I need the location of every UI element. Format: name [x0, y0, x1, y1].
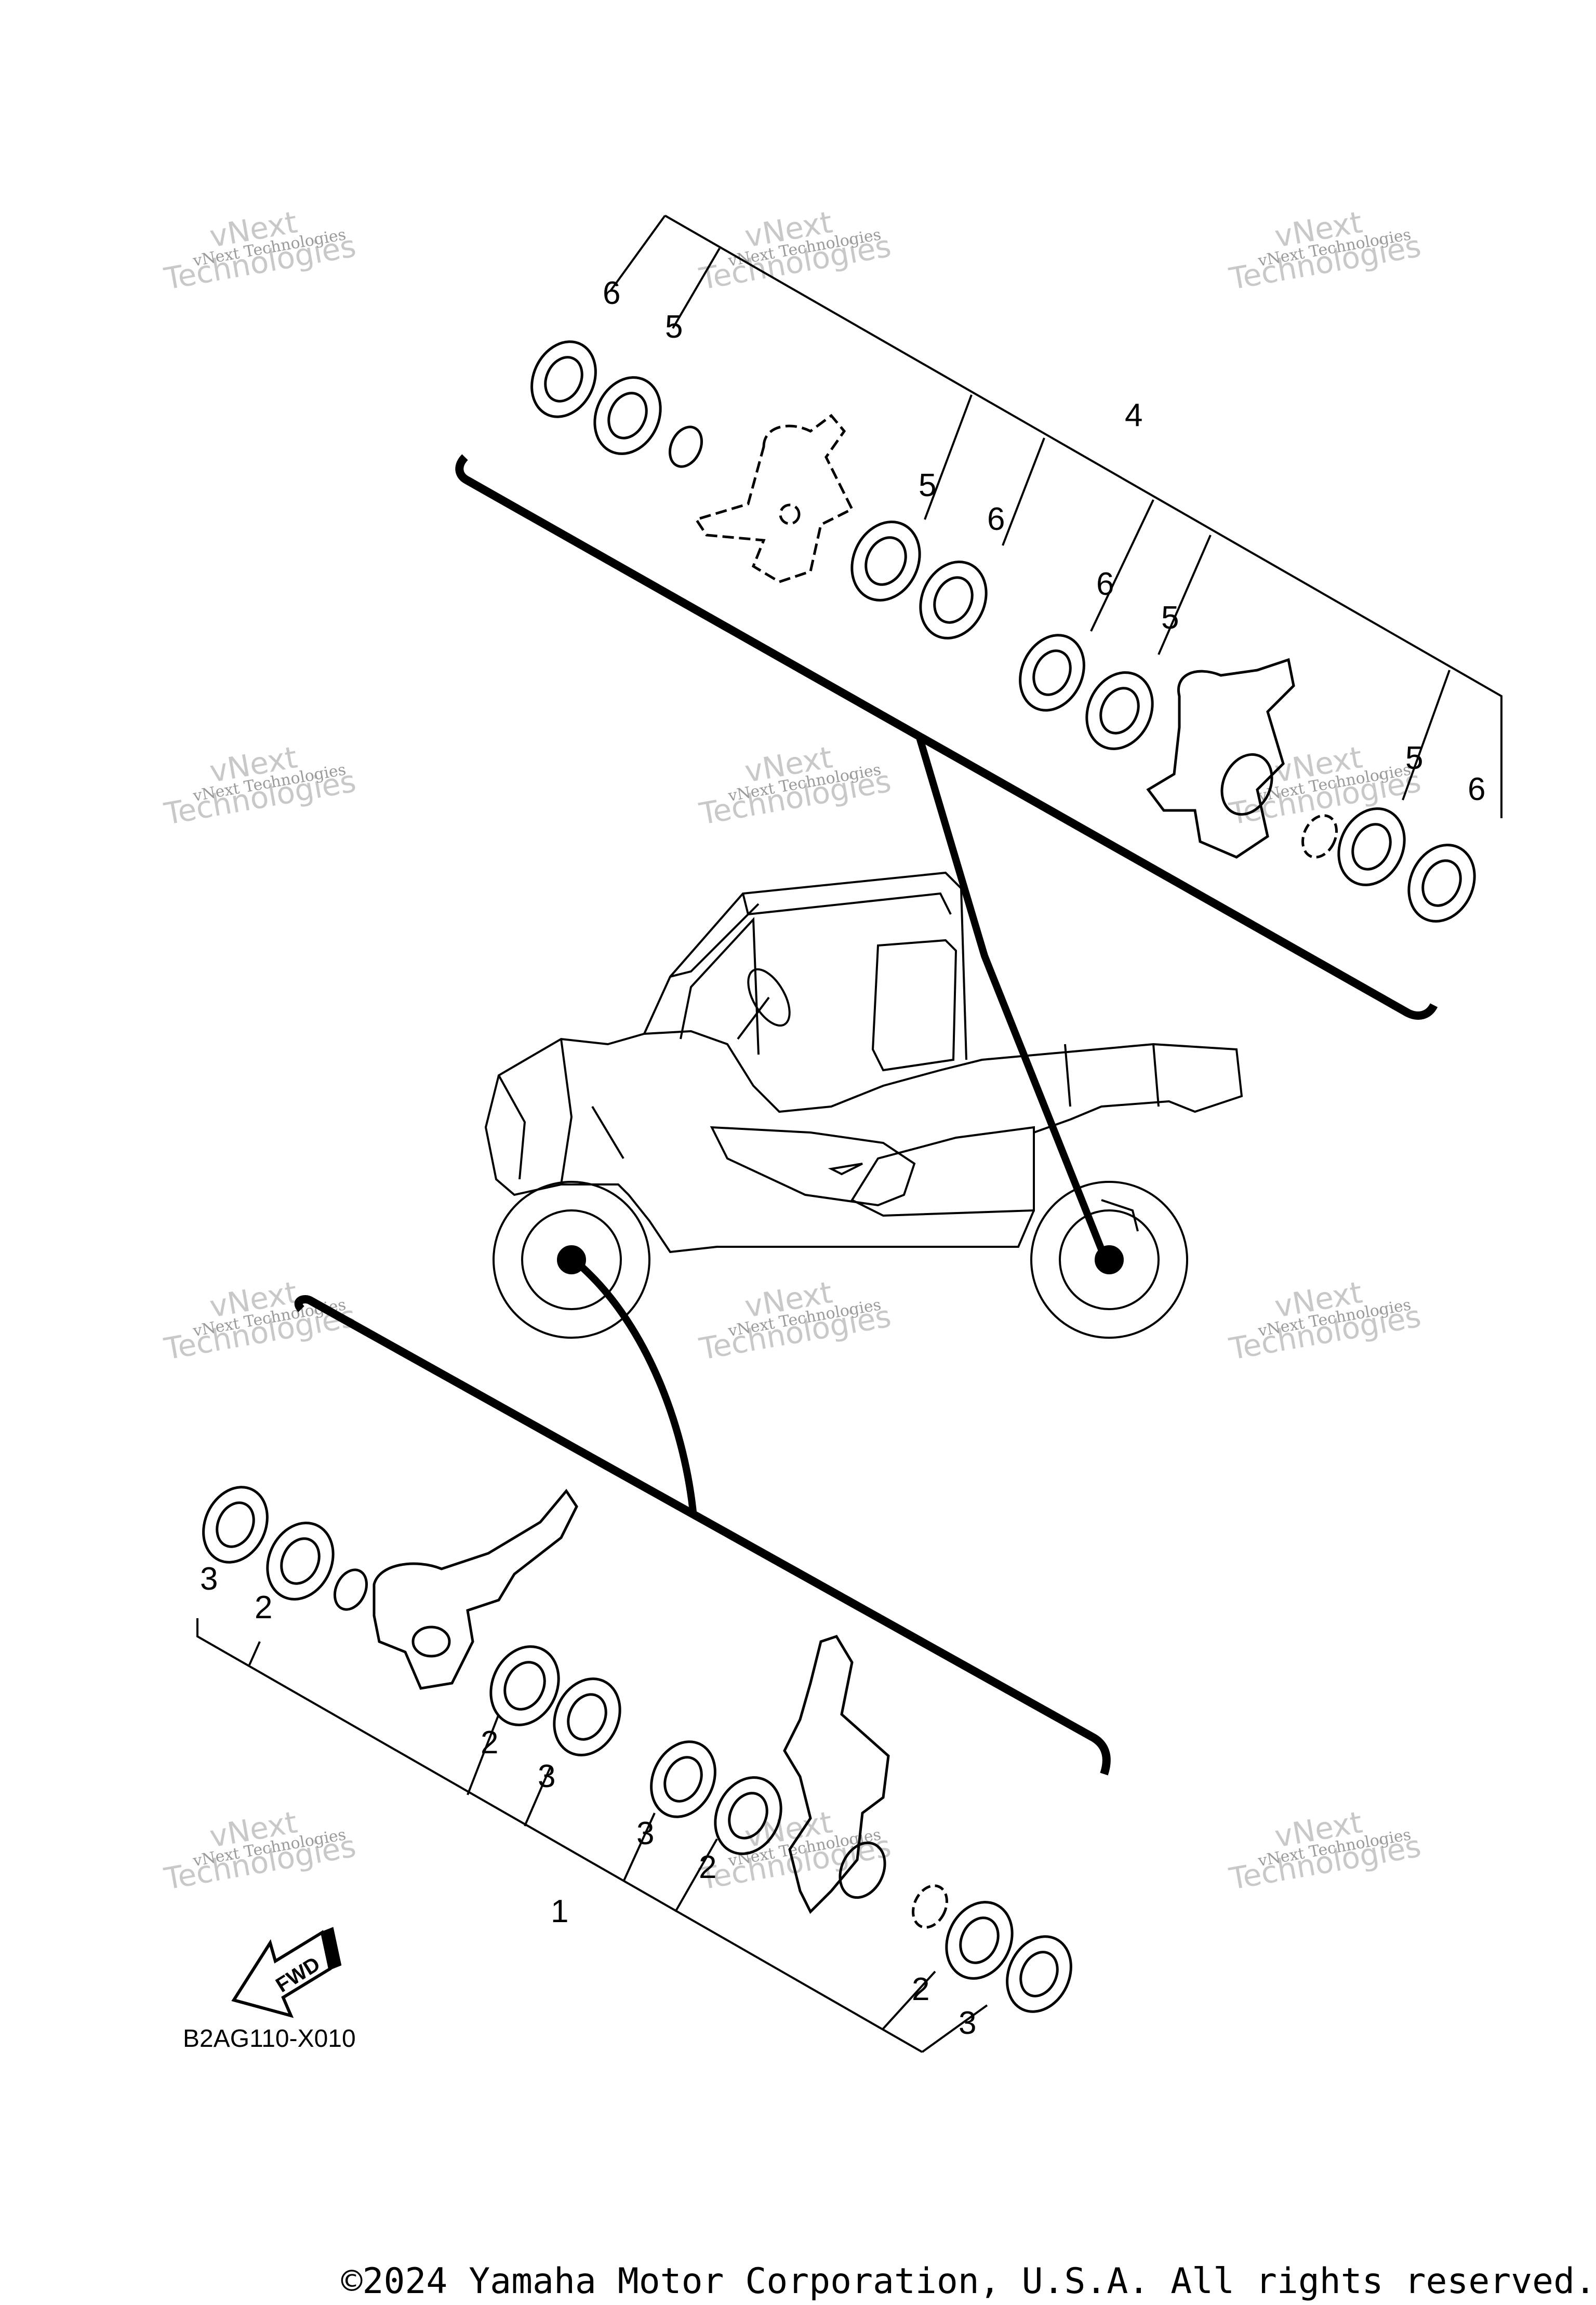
- callout-5: 5: [665, 309, 683, 345]
- diagram-code: B2AG110-X010: [183, 2025, 356, 2053]
- callout-5: 5: [919, 468, 936, 503]
- callout-5: 5: [1405, 740, 1423, 776]
- knuckle-front-right: [783, 1634, 890, 1914]
- callout-2: 2: [255, 1590, 272, 1626]
- seal-front-right: [912, 1884, 948, 1929]
- bearing-5-rear-right-inner: [1085, 671, 1154, 750]
- bearing-6-rear-left-outer: [530, 340, 597, 418]
- callout-2: 2: [481, 1725, 498, 1761]
- bearing-6-rear-mid: [919, 561, 988, 639]
- bearing-3-front-mid: [553, 1677, 621, 1756]
- callout-2: 2: [699, 1849, 716, 1885]
- knuckle-front-left: [373, 1488, 578, 1690]
- bearing-5-rear-left-inner: [593, 376, 662, 455]
- rear-wheel: [1030, 1181, 1188, 1339]
- front-leader-line: [574, 1259, 697, 1517]
- bearing-3-front-left-outer: [202, 1486, 269, 1564]
- callout-6: 6: [1468, 771, 1485, 807]
- callout-6: 6: [987, 501, 1005, 537]
- bearing-2-front-right-inner: [714, 1776, 782, 1855]
- callout-3: 3: [636, 1816, 654, 1851]
- rear-knuckle-assembly: [455, 215, 1502, 1264]
- bearing-3-front-right-outer: [650, 1740, 716, 1818]
- callout-6: 6: [1096, 566, 1114, 602]
- knuckle-rear-right: [1146, 658, 1295, 859]
- callout-3: 3: [200, 1561, 218, 1597]
- callout-3: 3: [959, 2005, 976, 2041]
- bearing-2-front-left-inner: [266, 1522, 335, 1601]
- knuckle-rear-left: [694, 414, 854, 583]
- callout-5: 5: [1161, 600, 1179, 636]
- seal-front-left: [334, 1568, 368, 1611]
- front-wheel: [493, 1181, 650, 1339]
- callout-6: 6: [603, 275, 620, 311]
- bearing-2-front-mid: [489, 1645, 560, 1726]
- seal-rear-right: [1301, 814, 1338, 859]
- bearing-3-front-far-right: [1006, 1935, 1072, 2013]
- bearing-5-rear-far-right: [1337, 807, 1406, 886]
- callout-1: 1: [551, 1894, 568, 1929]
- rear-leader-line: [916, 737, 1110, 1264]
- bearing-2-front-far-right: [945, 1901, 1014, 1980]
- fwd-arrow-icon: FWD: [231, 1927, 342, 2018]
- rear-assembly-bracket: [455, 454, 1438, 1020]
- callout-3: 3: [538, 1758, 555, 1794]
- front-assembly-bracket: [294, 1295, 1111, 1776]
- bearing-6-rear-right-outer: [1019, 634, 1085, 712]
- callout-2: 2: [912, 1971, 929, 2007]
- copyright-notice: ©2024 Yamaha Motor Corporation, U.S.A. A…: [341, 2261, 1596, 2302]
- callout-4: 4: [1125, 397, 1142, 433]
- bearing-6-rear-far-right: [1407, 844, 1476, 923]
- seal-rear-left: [669, 425, 703, 468]
- bearing-5-rear-mid: [850, 521, 921, 602]
- front-knuckle-assembly: [196, 1295, 1111, 2053]
- vehicle-illustration: [484, 871, 1243, 1339]
- callout-numbers: 6 5 4 5 6 6 5 5 6 3 2 2 3 3 2 1 2 3: [200, 275, 1485, 2041]
